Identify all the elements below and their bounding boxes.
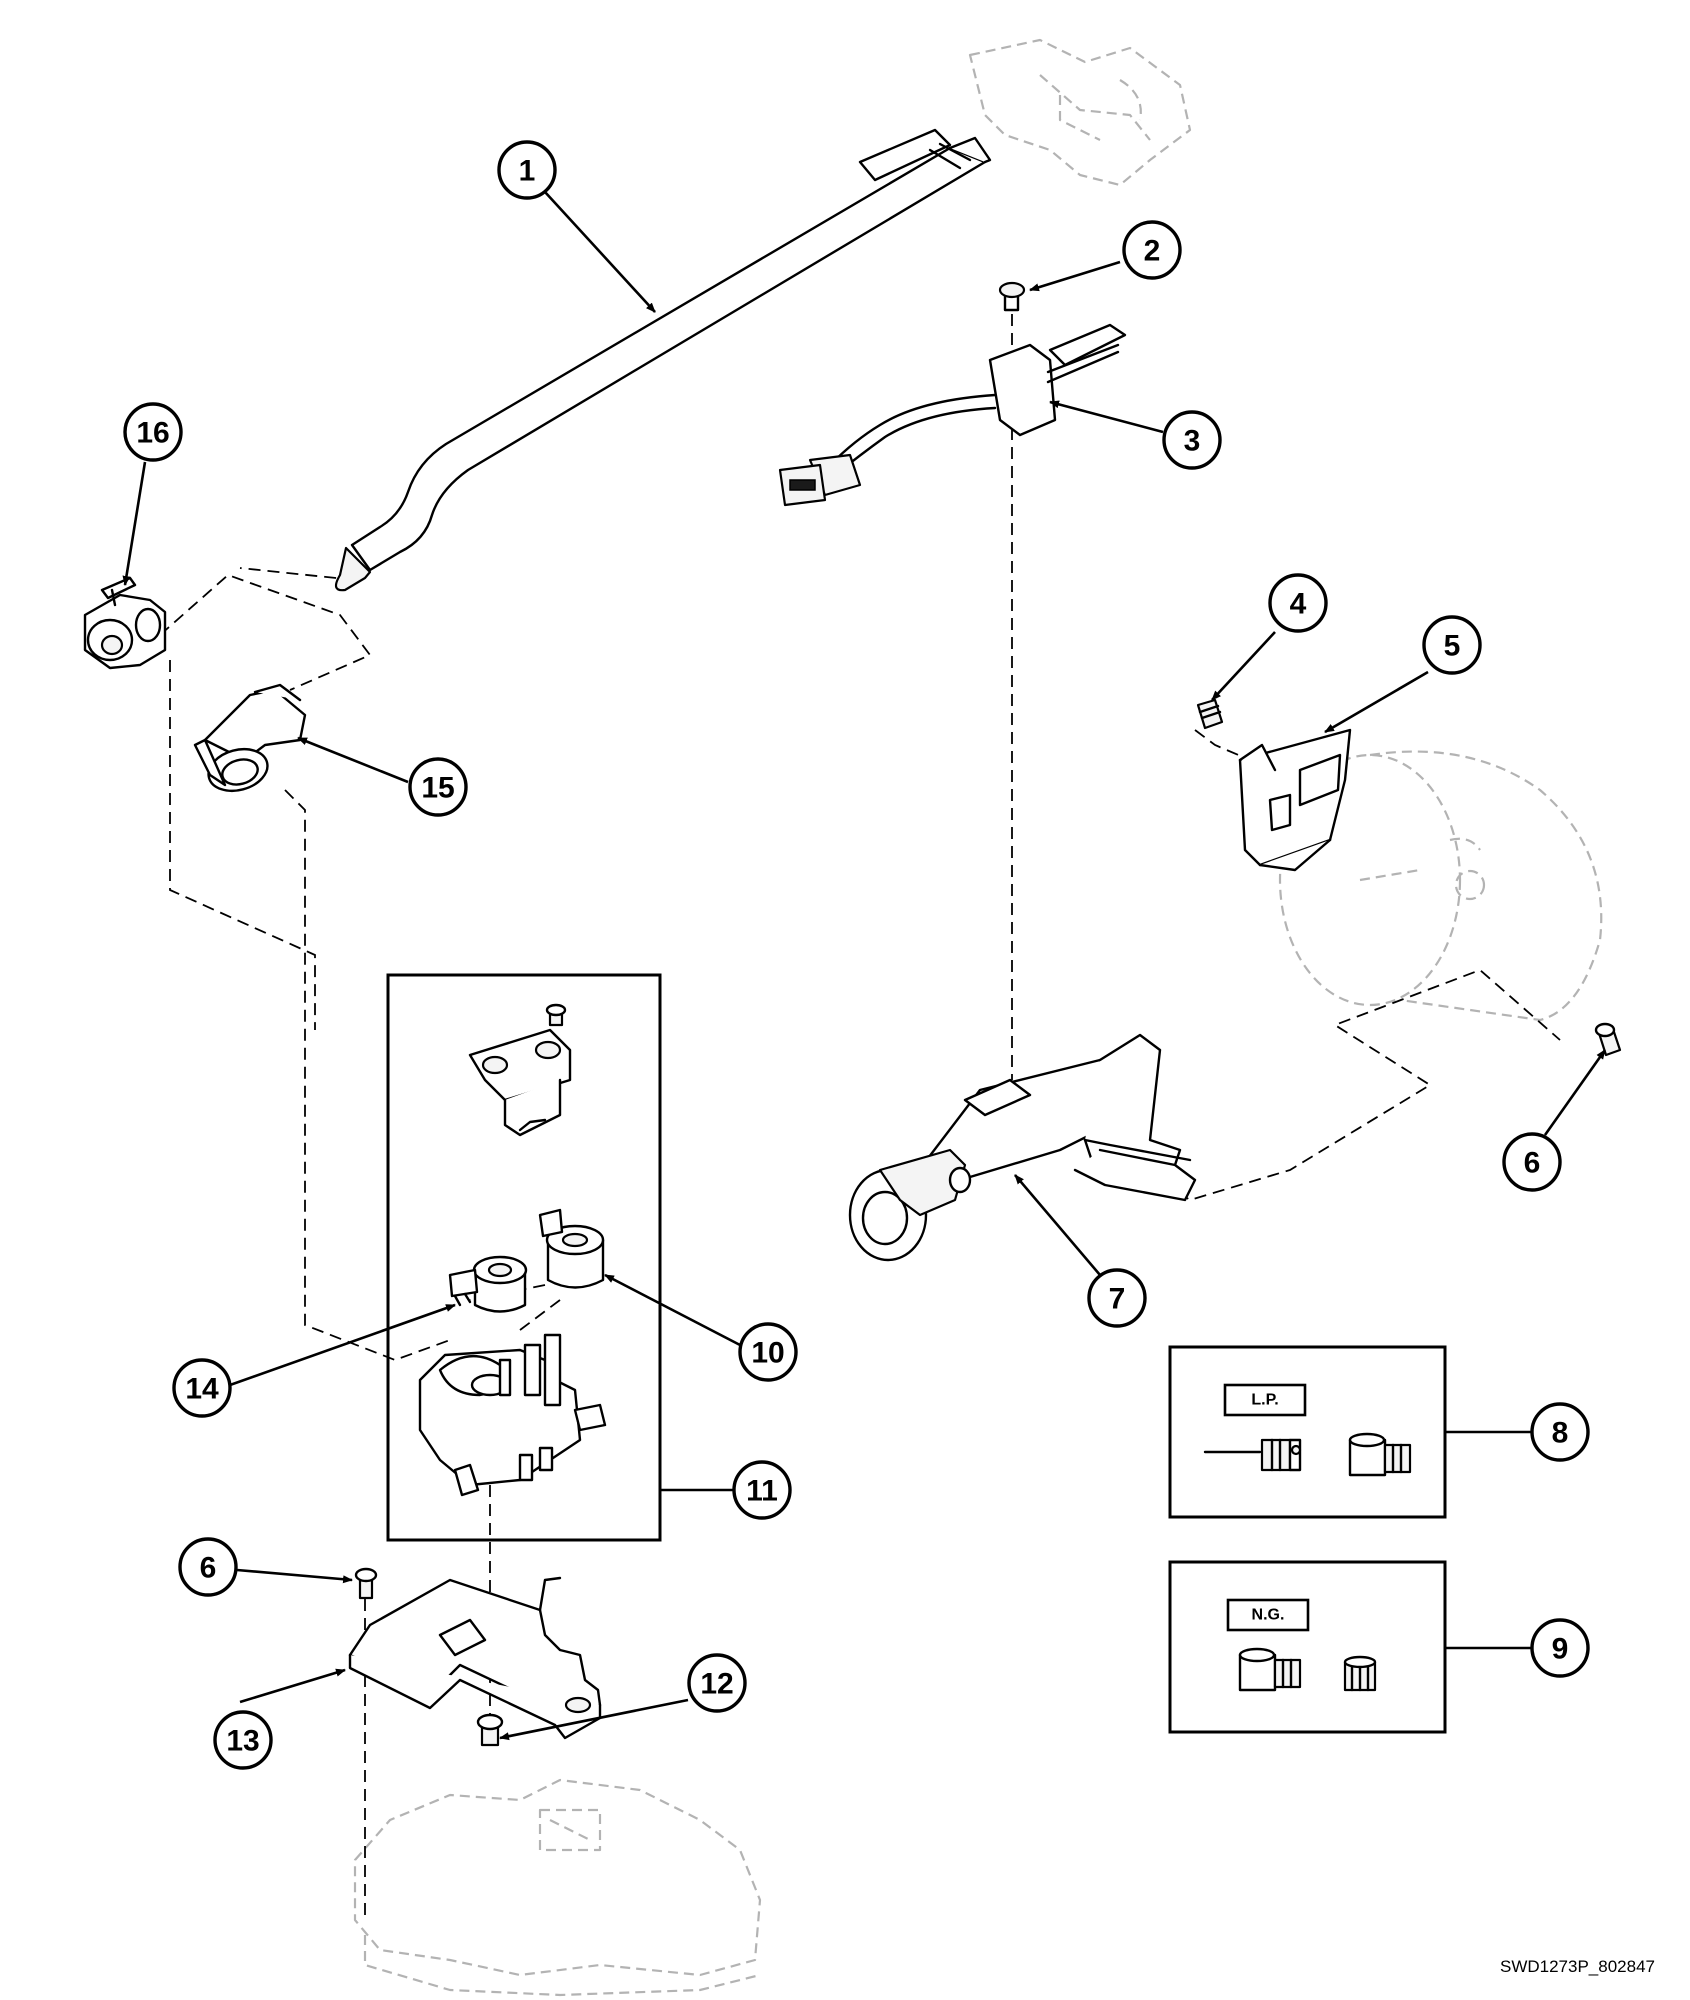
ng-tag-label: N.G.	[1252, 1607, 1285, 1624]
callout-2: 2	[1122, 220, 1182, 280]
svg-text:3: 3	[1184, 425, 1201, 458]
callout-14: 14	[172, 1358, 232, 1418]
callout-10: 10	[738, 1322, 798, 1382]
svg-text:16: 16	[136, 417, 169, 450]
lp-conversion-kit: L.P.	[1168, 1345, 1447, 1519]
callout-7: 7	[1087, 1268, 1147, 1328]
lp-tag-label: L.P.	[1251, 1392, 1278, 1409]
valve-bracket	[468, 1003, 572, 1137]
svg-text:10: 10	[751, 1337, 784, 1370]
callout-15: 15	[408, 757, 468, 817]
gas-supply-pipe	[334, 128, 992, 592]
callout-6-right: 6	[1502, 1132, 1562, 1192]
callout-16: 16	[123, 402, 183, 462]
bracket-part-5	[1238, 728, 1352, 872]
screw-part-6-left	[354, 1567, 378, 1600]
elbow-fitting	[193, 683, 307, 793]
ghost-base-plate	[353, 1778, 762, 1997]
svg-text:2: 2	[1144, 235, 1161, 268]
callout-6-left: 6	[178, 1537, 238, 1597]
solenoid-coil-part-10	[538, 1208, 605, 1289]
svg-text:11: 11	[746, 1475, 778, 1508]
svg-text:15: 15	[421, 772, 454, 805]
svg-text:7: 7	[1109, 1283, 1126, 1316]
svg-text:1: 1	[519, 155, 536, 188]
gas-valve-body	[418, 1333, 607, 1497]
svg-text:13: 13	[226, 1725, 259, 1758]
ng-fitting-part	[1238, 1647, 1302, 1692]
svg-text:12: 12	[700, 1668, 733, 1701]
callout-13: 13	[213, 1710, 273, 1770]
ng-orifice-part	[1343, 1655, 1377, 1692]
svg-text:9: 9	[1552, 1633, 1569, 1666]
callout-5: 5	[1422, 615, 1482, 675]
callout-11: 11	[732, 1460, 792, 1520]
ng-tag: N.G.	[1226, 1598, 1310, 1632]
mounting-plate	[348, 1576, 602, 1740]
ghost-drum-housing	[1278, 750, 1603, 1022]
valve-kit-box	[386, 973, 662, 1542]
leader-lines	[122, 191, 1607, 1741]
svg-text:5: 5	[1444, 630, 1461, 663]
callout-3: 3	[1162, 410, 1222, 470]
callout-8: 8	[1530, 1402, 1590, 1462]
svg-text:14: 14	[185, 1373, 219, 1406]
svg-text:8: 8	[1552, 1417, 1569, 1450]
lp-orifice-part	[1203, 1438, 1302, 1472]
ghost-burner-top	[968, 38, 1192, 187]
solenoid-coil-part-14	[448, 1255, 528, 1313]
callout-4: 4	[1268, 573, 1328, 633]
callout-9: 9	[1530, 1618, 1590, 1678]
lp-fitting-part	[1348, 1432, 1412, 1477]
callout-12: 12	[687, 1653, 747, 1713]
ng-conversion-kit: N.G.	[1168, 1560, 1447, 1734]
screw-part-2	[998, 281, 1026, 312]
screw-part-4	[1196, 698, 1224, 730]
svg-text:6: 6	[200, 1552, 217, 1585]
igniter	[778, 323, 1127, 507]
screw-part-6-right	[1594, 1022, 1622, 1057]
drawing-code: SWD1273P_802847	[1500, 1957, 1655, 1976]
lp-tag: L.P.	[1223, 1383, 1307, 1417]
svg-text:6: 6	[1524, 1147, 1541, 1180]
shutoff-valve	[83, 576, 167, 670]
svg-text:4: 4	[1290, 588, 1307, 621]
callout-1: 1	[497, 140, 557, 200]
screw-part-12	[476, 1713, 504, 1747]
burner-tube	[848, 1033, 1197, 1262]
